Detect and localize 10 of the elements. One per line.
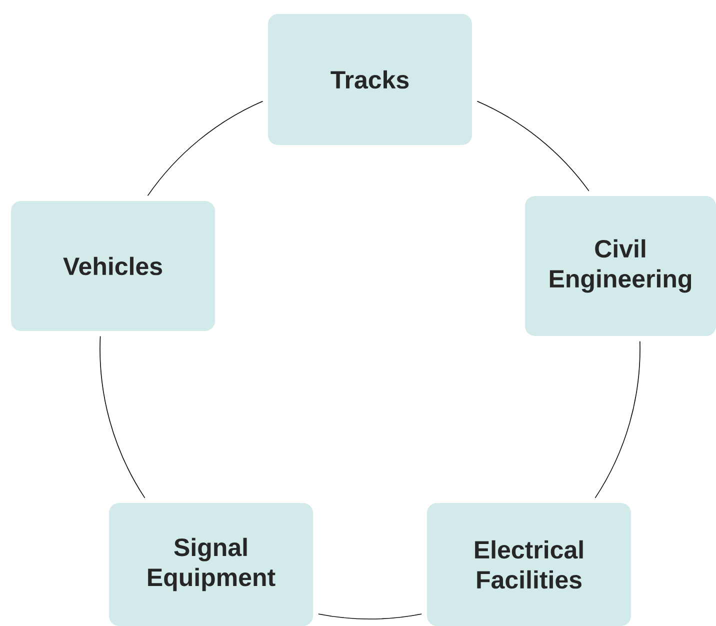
process-box: Tracks: [268, 14, 472, 145]
process-box: Signal Equipment: [109, 503, 313, 626]
connector-arc: [476, 100, 590, 192]
connector-arc: [318, 614, 422, 620]
process-box: Vehicles: [11, 201, 215, 331]
process-box: Electrical Facilities: [427, 503, 631, 626]
connector-arc: [100, 336, 146, 498]
process-box: Civil Engineering: [525, 196, 716, 336]
connector-arc: [594, 340, 640, 498]
connector-arc: [147, 100, 264, 196]
